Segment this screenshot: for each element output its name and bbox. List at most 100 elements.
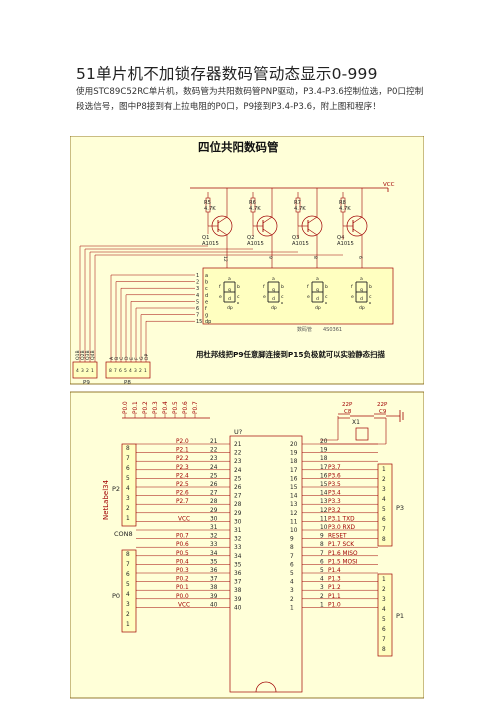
- digit-letter: b: [369, 284, 372, 290]
- top-net-label: P0.1: [133, 401, 139, 414]
- mcu-left-net: P0.2: [176, 577, 189, 583]
- digit-letter: g: [228, 288, 231, 293]
- top-net-label: P0.4: [163, 401, 169, 414]
- mcu-pin-outer: 27: [210, 491, 218, 497]
- transistor-part: A1015: [337, 241, 354, 247]
- mcu-pin-outer: 35: [210, 559, 218, 565]
- mcu-pin-outer: 13: [320, 499, 328, 505]
- digit-letter: f: [307, 284, 309, 290]
- seg-pin-letter: d: [205, 293, 208, 299]
- mcu-pin-outer: 25: [210, 473, 218, 479]
- resistor-value: 4.7K: [294, 206, 306, 212]
- mcu-pin-inner: 15: [290, 485, 298, 491]
- seg-pin-letter: e: [205, 299, 208, 305]
- p9-ref: P9: [83, 380, 90, 386]
- mcu-left-net: P2.4: [176, 473, 189, 479]
- mcu-pin-outer: 40: [210, 602, 218, 608]
- p2-pin: 6: [126, 466, 130, 472]
- mcu-left-net: P2.2: [176, 456, 189, 462]
- digit-letter: d: [316, 296, 319, 302]
- p1-pin: 1: [382, 577, 386, 583]
- mcu-left-net: P2.0: [176, 439, 189, 445]
- mcu-pin-outer: 30: [210, 516, 218, 522]
- mcu-pin-outer: 17: [320, 465, 328, 471]
- resistor-ref: R7: [294, 200, 301, 206]
- seg-pin-letter: f: [205, 306, 207, 312]
- seg-pin-letter: a: [205, 273, 208, 279]
- p3-pin: 7: [382, 527, 386, 533]
- mcu-left-net: P0.0: [176, 594, 189, 600]
- mcu-left-net: P2.5: [176, 482, 189, 488]
- seg-pin-letter: c: [205, 286, 208, 292]
- mcu-right-net: P3.2: [328, 508, 341, 514]
- p1-pin: 4: [382, 607, 386, 613]
- mcu-right-net: P1.2: [328, 585, 341, 591]
- mcu-pin-inner: 18: [290, 459, 298, 465]
- p9-pin: 1: [91, 368, 94, 374]
- digit-letter: g: [316, 288, 319, 293]
- seg-pin-number: 3: [196, 286, 199, 292]
- mcu-pin-outer: 26: [210, 482, 218, 488]
- mcu-right-net: P3.4: [328, 491, 341, 497]
- mcu-pin-outer: 39: [210, 594, 218, 600]
- mcu-pin-outer: 19: [320, 448, 328, 454]
- mcu-pin-inner: 20: [290, 442, 298, 448]
- p0-pin: 5: [126, 582, 130, 588]
- p8-pin: 5: [124, 368, 127, 374]
- mcu-pin-outer: 24: [210, 465, 218, 471]
- p2-pin: 4: [126, 486, 130, 492]
- p0-pin: 7: [126, 562, 130, 568]
- mcu-right-net: P3.3: [328, 499, 341, 505]
- seg-pin-number: 6: [196, 306, 199, 312]
- mcu-pin-outer: 11: [320, 516, 328, 522]
- p8-pin: 8: [109, 368, 112, 374]
- p2-pin: 3: [126, 496, 130, 502]
- mcu-pin-inner: 13: [290, 502, 298, 508]
- mcu-pin-inner: 17: [290, 468, 298, 474]
- schematic-figure: 四位共阳数码管 VCC R54.7KQ1A101512R64.7KQ2A1015…: [70, 136, 424, 699]
- digit-letter: f: [263, 284, 265, 290]
- mcu-right-net: P1.4: [328, 568, 341, 574]
- seg-pin-letter: dp: [205, 319, 211, 325]
- mcu-pin-inner: 32: [234, 537, 242, 543]
- mcu-pin-inner: 36: [234, 571, 242, 577]
- mcu-pin-inner: 23: [234, 459, 242, 465]
- top-net-label: P0.3: [153, 401, 159, 414]
- p2-pin: 7: [126, 456, 130, 462]
- digit-letter: f: [351, 284, 353, 290]
- digit-letter: g: [360, 288, 363, 293]
- p8-pin: 1: [144, 368, 147, 374]
- mcu-pin-inner: 7: [290, 554, 294, 560]
- p1-pin: 8: [382, 647, 386, 653]
- p9-label: Q1B: [75, 350, 81, 360]
- mcu-pin-inner: 14: [290, 494, 298, 500]
- p8-pin: 6: [119, 368, 122, 374]
- p8-pin: 7: [114, 368, 117, 374]
- p0-pin: 1: [126, 622, 130, 628]
- mcu-pin-outer: 6: [320, 559, 324, 565]
- mcu-pin-outer: 10: [320, 525, 328, 531]
- intro-paragraph: 使用STC89C52RC单片机，数码管为共阳数码管PNP驱动，P3.4-P3.6…: [76, 87, 424, 113]
- digit-pin: 8: [312, 256, 318, 259]
- digit-letter: c: [369, 295, 372, 300]
- mcu-left-net: P2.7: [176, 499, 189, 505]
- p2-pin: 1: [126, 516, 130, 522]
- seg-pin-number: 2: [196, 280, 199, 286]
- mcu-pin-inner: 30: [234, 519, 242, 525]
- transistor-part: A1015: [247, 241, 264, 247]
- transistor-part: A1015: [292, 241, 309, 247]
- digit-letter: b: [237, 284, 240, 290]
- top-net-label: P0.5: [173, 401, 179, 414]
- mcu-left-net: P0.3: [176, 568, 189, 574]
- mcu-pin-inner: 3: [290, 588, 294, 594]
- p8-label: G: [139, 356, 145, 360]
- p0-pin: 8: [126, 552, 130, 558]
- mcu-pin-inner: 2: [290, 597, 294, 603]
